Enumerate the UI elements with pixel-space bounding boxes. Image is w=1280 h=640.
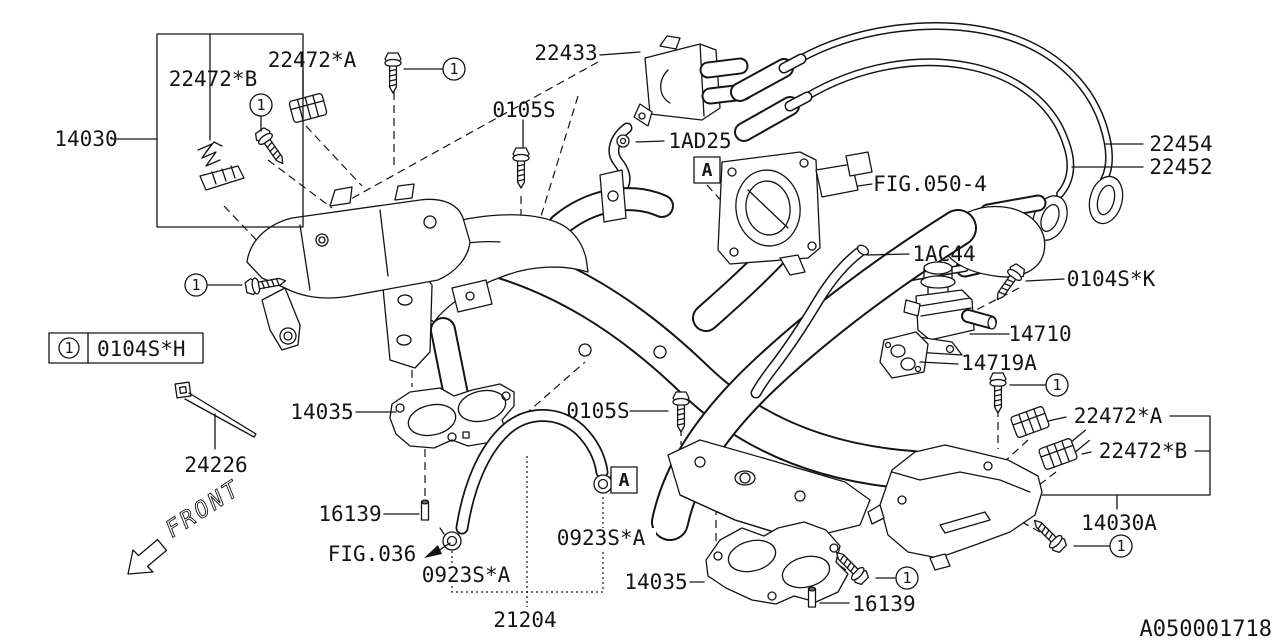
callout-1-marker: 1 [442, 57, 466, 81]
ignition-coil [633, 35, 813, 142]
egr-gasket-14719a [879, 331, 929, 379]
callout-number: 1 [1052, 376, 1061, 394]
part-label-21204: 21204 [493, 608, 556, 632]
part-label-0923sa-left: 0923S*A [422, 563, 511, 587]
wire-clamp-22472b-right-part [1038, 429, 1090, 470]
manifold-gasket-left [389, 383, 515, 449]
part-label-22472a-top: 22472*A [268, 48, 357, 72]
part-label-0105s-top: 0105S [492, 98, 555, 122]
manifold-gasket-bottom [705, 521, 849, 605]
fig036-arrow-icon [424, 545, 442, 558]
part-label-22454: 22454 [1149, 132, 1212, 156]
front-indicator: FRONT [127, 475, 246, 575]
heat-shield-14030a [867, 444, 1043, 571]
section-letter: A [619, 470, 630, 491]
legend-box: 1 0104S*H [48, 332, 204, 364]
wire-clamp-22472b-part [197, 141, 245, 191]
part-label-fig036: FIG.036 [328, 542, 417, 566]
part-label-22472b-right: 22472*B [1099, 439, 1188, 463]
throttle-body [717, 151, 873, 276]
callout-1-marker: 1 [1045, 373, 1069, 397]
section-letter: A [702, 160, 713, 181]
legend-part-number: 0104S*H [97, 337, 186, 361]
egr-pipe-1ac44 [750, 244, 870, 399]
part-label-0105s-bottom: 0105S [566, 399, 629, 423]
part-label-1ac44: 1AC44 [912, 242, 975, 266]
front-label: FRONT [161, 475, 246, 543]
legend-callout-number: 1 [64, 339, 73, 357]
callout-number: 1 [191, 276, 200, 294]
part-label-fig050-4: FIG.050-4 [873, 172, 987, 196]
group-bracket-lines [156, 33, 1211, 510]
part-label-14719a: 14719A [961, 351, 1037, 375]
callout-number: 1 [449, 60, 458, 78]
callout-1-marker: 1 [1109, 534, 1133, 558]
part-label-14035-left: 14035 [290, 400, 353, 424]
hose-clamp-left [439, 527, 462, 551]
drawing-number: A050001718 [1140, 617, 1272, 640]
callout-1-marker: 1 [895, 566, 919, 590]
part-labels: 14030 22472*B 22472*A 22433 0105S 1AD25 … [54, 41, 1212, 632]
callout-1-marker: 1 [184, 273, 208, 297]
callout-number: 1 [256, 96, 265, 114]
part-label-22472b-top: 22472*B [169, 67, 258, 91]
part-label-22433: 22433 [534, 41, 597, 65]
cable-tie-24226 [174, 381, 257, 438]
part-label-22472a-right: 22472*A [1074, 404, 1163, 428]
part-label-1ad25: 1AD25 [668, 129, 731, 153]
leader-lines [111, 51, 1144, 604]
wire-clamp-22472a-right-part [1010, 406, 1050, 438]
section-marker-a: A [610, 466, 638, 494]
part-label-24226: 24226 [184, 453, 247, 477]
water-hose-21204 [455, 409, 609, 535]
part-label-14035-bottom: 14035 [624, 570, 687, 594]
callout-markers: 1 1 1 1 1 1 [184, 57, 1133, 590]
part-label-0923sa-right: 0923S*A [557, 526, 646, 550]
part-label-14710: 14710 [1008, 322, 1071, 346]
part-label-22452: 22452 [1149, 155, 1212, 179]
callout-number: 1 [1116, 537, 1125, 555]
part-label-16139-right: 16139 [852, 592, 915, 616]
part-label-14030a: 14030A [1081, 511, 1157, 535]
part-label-16139-left: 16139 [318, 502, 381, 526]
callout-1-marker: 1 [249, 93, 273, 117]
part-label-0104s-k: 0104S*K [1067, 267, 1156, 291]
section-marker-a: A [693, 156, 721, 184]
wire-clamp-22472a-part [288, 92, 328, 124]
part-label-14030: 14030 [54, 127, 117, 151]
callout-number: 1 [902, 569, 911, 587]
